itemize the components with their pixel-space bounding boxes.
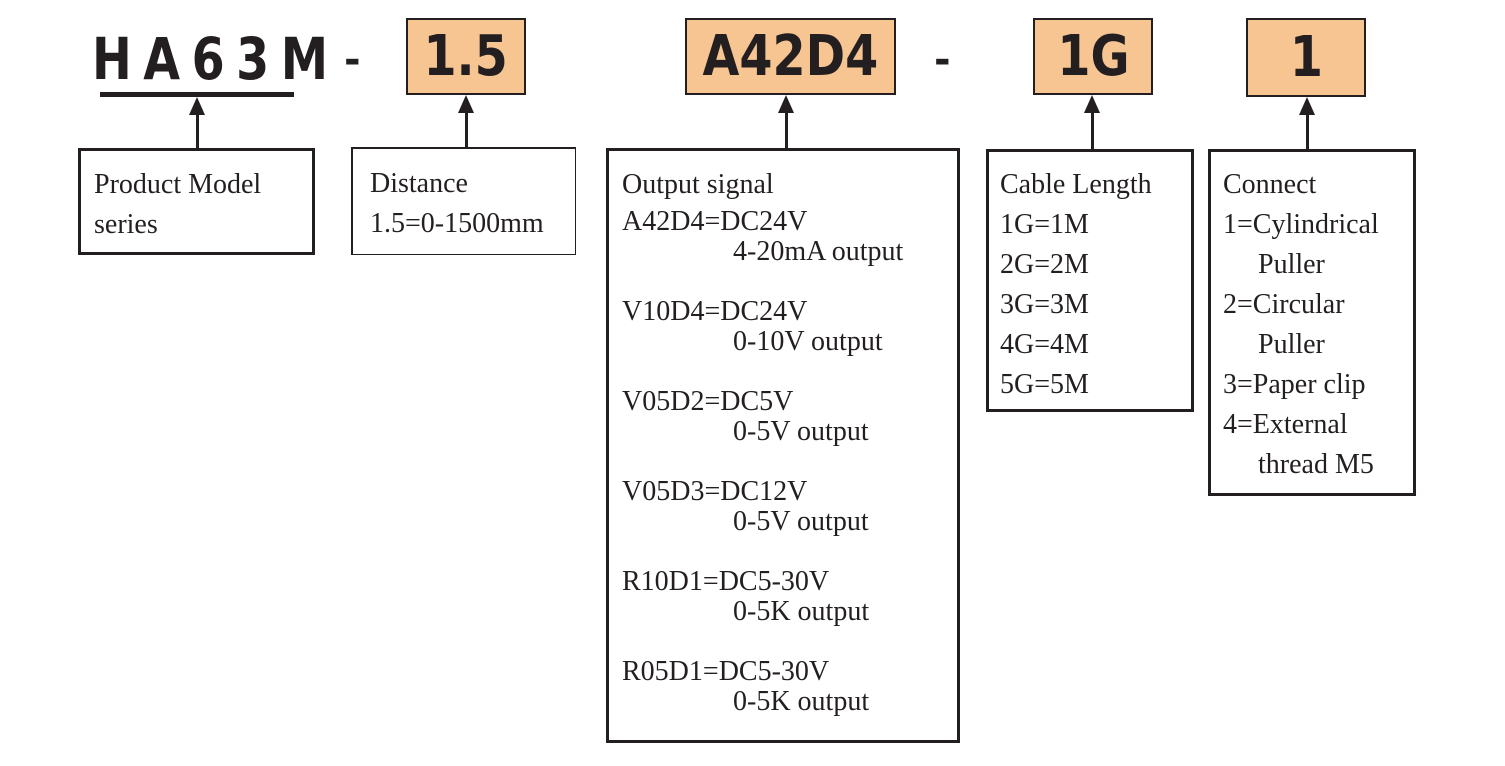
cable-length-box: Cable Length 1G=1M 2G=2M 3G=3M 4G=4M 5G=…: [986, 149, 1194, 412]
output-entry-desc: 0-5K output: [733, 686, 870, 717]
connect-item: 1=Cylindrical: [1223, 209, 1379, 240]
output-entry-desc: 0-5V output: [733, 416, 869, 447]
cable-length-title: Cable Length: [1000, 169, 1152, 200]
output-entry: A42D4=DC24V 4-20mA output: [622, 207, 957, 267]
cable-length-item: 1G=1M: [1000, 209, 1089, 240]
output-entry: V10D4=DC24V 0-10V output: [622, 297, 957, 357]
distance-title: Distance: [370, 168, 468, 199]
output-entry-code: A42D4=DC24V: [622, 206, 808, 237]
cable-length-item: 3G=3M: [1000, 289, 1089, 320]
distance-range: 1.5=0-1500mm: [370, 208, 544, 239]
connect-item-continuation: Puller: [1258, 249, 1325, 280]
output-entry-code: R10D1=DC5-30V: [622, 566, 830, 597]
distance-code-box: 1.5: [406, 18, 526, 95]
output-entry: R05D1=DC5-30V 0-5K output: [622, 657, 957, 717]
cable-length-item: 5G=5M: [1000, 369, 1089, 400]
connect-title: Connect: [1223, 169, 1317, 200]
output-entry-code: R05D1=DC5-30V: [622, 656, 830, 687]
connect-item: 2=Circular: [1223, 289, 1345, 320]
connect-code: 1: [1289, 24, 1323, 90]
connect-item-continuation: Puller: [1258, 329, 1325, 360]
output-entry-code: V10D4=DC24V: [622, 296, 808, 327]
product-model-line2: series: [94, 209, 158, 240]
output-entry-desc: 0-10V output: [733, 326, 883, 357]
connect-box: Connect 1=Cylindrical Puller 2=Circular …: [1208, 149, 1416, 496]
cable-code: 1G: [1056, 23, 1130, 89]
series-code: HA63M: [92, 25, 340, 93]
output-code-box: A42D4: [685, 18, 896, 95]
product-model-box: Product Model series: [78, 148, 315, 255]
output-entry-desc: 0-5K output: [733, 596, 870, 627]
cable-length-item: 4G=4M: [1000, 329, 1089, 360]
cable-code-box: 1G: [1033, 18, 1153, 95]
separator-dash-2: -: [934, 37, 951, 83]
connect-code-box: 1: [1246, 18, 1366, 97]
connect-item: 4=External: [1223, 409, 1348, 440]
output-signal-box: Output signal A42D4=DC24V 4-20mA output …: [606, 148, 960, 743]
distance-code: 1.5: [423, 23, 509, 89]
connect-item-continuation: thread M5: [1258, 449, 1374, 480]
output-entry-desc: 4-20mA output: [733, 236, 904, 267]
output-entry-desc: 0-5V output: [733, 506, 869, 537]
output-entry: V05D2=DC5V 0-5V output: [622, 387, 957, 447]
series-underline: [100, 92, 294, 97]
distance-box: Distance 1.5=0-1500mm: [351, 147, 576, 255]
output-code: A42D4: [702, 23, 879, 89]
output-entry: V05D3=DC12V 0-5V output: [622, 477, 957, 537]
separator-dash-1: -: [344, 37, 361, 83]
output-entry-code: V05D3=DC12V: [622, 476, 808, 507]
output-entry-code: V05D2=DC5V: [622, 386, 794, 417]
output-entry: R10D1=DC5-30V 0-5K output: [622, 567, 957, 627]
connect-item: 3=Paper clip: [1223, 369, 1366, 400]
output-signal-title: Output signal: [622, 169, 774, 200]
product-model-title: Product Model: [94, 169, 262, 200]
cable-length-item: 2G=2M: [1000, 249, 1089, 280]
